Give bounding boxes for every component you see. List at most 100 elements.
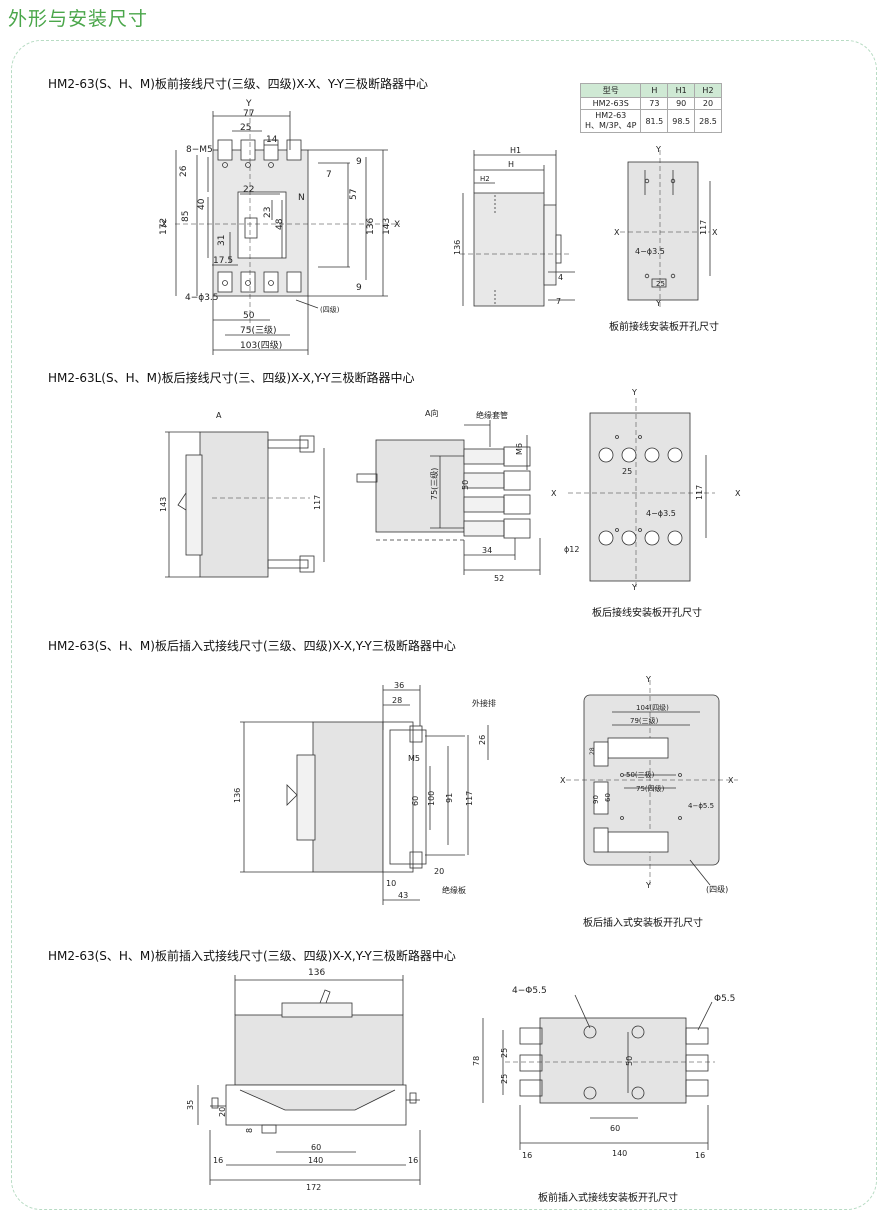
label-x-cut3-left: X xyxy=(560,776,566,785)
label-m5: M5 xyxy=(408,754,420,763)
dim-60-s4: 60 xyxy=(311,1143,321,1152)
dim-60-s3: 60 xyxy=(411,796,420,806)
content-frame xyxy=(11,40,877,1210)
dim-143-s2: 143 xyxy=(159,497,168,512)
dim-100: 100 xyxy=(427,791,436,806)
label-x-left: X xyxy=(161,220,167,230)
table-cell: 98.5 xyxy=(667,109,696,133)
caption-rear-plugin: 板后插入式安装板开孔尺寸 xyxy=(583,918,703,929)
label-y-cut1-bottom: Y xyxy=(655,299,661,308)
label-cut-50: 50(三极) xyxy=(626,770,655,779)
section-title-front-wiring: HM2-63(S、H、M)板前接线尺寸(三级、四级)X-X、Y-Y三极断路器中心 xyxy=(48,77,429,91)
dim-22: 22 xyxy=(243,185,254,195)
dim-16-cut4-left: 16 xyxy=(522,1151,532,1160)
dim-8: 8 xyxy=(245,1128,254,1133)
label-x-cut1-left: X xyxy=(614,228,620,237)
label-4-phi55-cut3: 4−ϕ5.5 xyxy=(688,802,714,810)
dim-16-s4-right: 16 xyxy=(408,1156,418,1165)
page-title: 外形与安装尺寸 xyxy=(8,8,149,30)
label-y-cut2: Y xyxy=(631,388,637,397)
cutout-rear-wiring xyxy=(568,398,715,588)
dim-85: 85 xyxy=(181,211,191,222)
dim-36: 36 xyxy=(394,681,404,690)
dim-172-s4: 172 xyxy=(306,1183,321,1192)
dim-50-s4: 50 xyxy=(625,1056,634,1066)
dim-136-s3: 136 xyxy=(233,788,242,803)
dim-117-cut2: 117 xyxy=(695,485,704,500)
dim-117-cut1: 117 xyxy=(699,220,708,235)
side-view-drawing xyxy=(460,150,575,307)
label-external-bar: 外接排 xyxy=(472,698,496,708)
label-y-cut2-bottom: Y xyxy=(631,583,637,592)
label-phi55: Φ5.5 xyxy=(714,994,735,1004)
label-x-cut2-left: X xyxy=(551,489,557,498)
rear-wiring-a-view-drawing xyxy=(356,420,541,575)
section-title-rear-plugin: HM2-63(S、H、M)板后插入式接线尺寸(三级、四级)X-X,Y-Y三极断路… xyxy=(48,639,456,653)
dim-117-s3: 117 xyxy=(465,791,474,806)
dim-60-cut3: 60 xyxy=(604,793,612,802)
dim-17-5: 17.5 xyxy=(213,256,233,266)
label-phi12: ϕ12 xyxy=(564,545,579,554)
label-m6: M6 xyxy=(515,443,524,455)
dim-43: 43 xyxy=(398,891,408,900)
dim-14: 14 xyxy=(266,135,278,145)
dim-31: 31 xyxy=(217,235,227,246)
label-insulating-sleeve: 绝缘套管 xyxy=(476,410,508,420)
label-a-direction: A向 xyxy=(425,408,438,418)
dim-9-top: 9 xyxy=(356,157,362,167)
dim-75-s2: 75(三级) xyxy=(429,468,439,500)
dim-40: 40 xyxy=(197,198,207,210)
dim-7: 7 xyxy=(326,170,332,180)
dim-50: 50 xyxy=(243,311,255,321)
label-x-cut1-right: X xyxy=(712,228,718,237)
label-h: H xyxy=(508,160,514,169)
label-y-cut3: Y xyxy=(645,675,651,684)
label-cut-104: 104(四级) xyxy=(636,703,669,712)
dim-10: 10 xyxy=(386,879,396,888)
dim-35: 35 xyxy=(186,1100,195,1110)
table-cell-line: HM2-63 xyxy=(595,111,627,120)
label-n: N xyxy=(298,193,305,203)
dim-136-s4: 136 xyxy=(308,968,325,978)
dim-25-cut2: 25 xyxy=(622,467,632,476)
dim-91: 91 xyxy=(445,793,454,803)
table-cell: 28.5 xyxy=(694,109,722,133)
dim-140-s4: 140 xyxy=(308,1156,323,1165)
label-x-right: X xyxy=(394,220,400,230)
dim-78: 78 xyxy=(472,1056,481,1066)
dim-77: 77 xyxy=(243,109,254,119)
dim-16-s4-left: 16 xyxy=(213,1156,223,1165)
label-4-phi55-s4: 4−Φ5.5 xyxy=(512,986,547,996)
dim-25-s4-top: 25 xyxy=(500,1048,509,1058)
label-y-cut3-bottom: Y xyxy=(645,881,651,890)
dim-140-cut4: 140 xyxy=(612,1149,627,1158)
front-view-drawing xyxy=(175,110,400,355)
dim-16-cut4-right: 16 xyxy=(695,1151,705,1160)
table-cell: 81.5 xyxy=(640,109,669,133)
dim-172: 172 xyxy=(159,218,169,235)
label-four-pole: (四级) xyxy=(320,305,340,314)
label-4-phi35-cut2: 4−ϕ3.5 xyxy=(646,509,676,518)
label-insulating-plate: 绝缘板 xyxy=(442,885,466,895)
cutout-rear-plugin xyxy=(566,680,738,886)
dim-4: 4 xyxy=(558,273,563,282)
dim-9-bottom: 9 xyxy=(356,283,362,293)
front-plugin-drawing xyxy=(197,975,421,1185)
label-four-pole-cut3: (四级) xyxy=(706,884,728,894)
table-header: H1 xyxy=(667,83,696,98)
caption-front-plugin: 板前插入式接线安装板开孔尺寸 xyxy=(538,1193,678,1204)
dim-136: 136 xyxy=(366,218,376,235)
dim-23: 23 xyxy=(263,207,273,218)
dim-34: 34 xyxy=(482,546,492,555)
label-x-cut2-right: X xyxy=(735,489,741,498)
dim-25-cut1: 25 xyxy=(656,280,665,288)
dim-7-side: 7 xyxy=(556,297,561,306)
caption-front-wiring: 板前接线安装板开孔尺寸 xyxy=(609,322,719,333)
dim-103-four-pole: 103(四级) xyxy=(240,339,282,351)
dim-117-s2: 117 xyxy=(313,495,322,510)
section-title-front-plugin: HM2-63(S、H、M)板前插入式接线尺寸(三级、四级)X-X,Y-Y三极断路… xyxy=(48,949,456,963)
label-a: A xyxy=(216,411,222,420)
table-header: H2 xyxy=(694,83,722,98)
label-y-cut1: Y xyxy=(655,145,661,154)
